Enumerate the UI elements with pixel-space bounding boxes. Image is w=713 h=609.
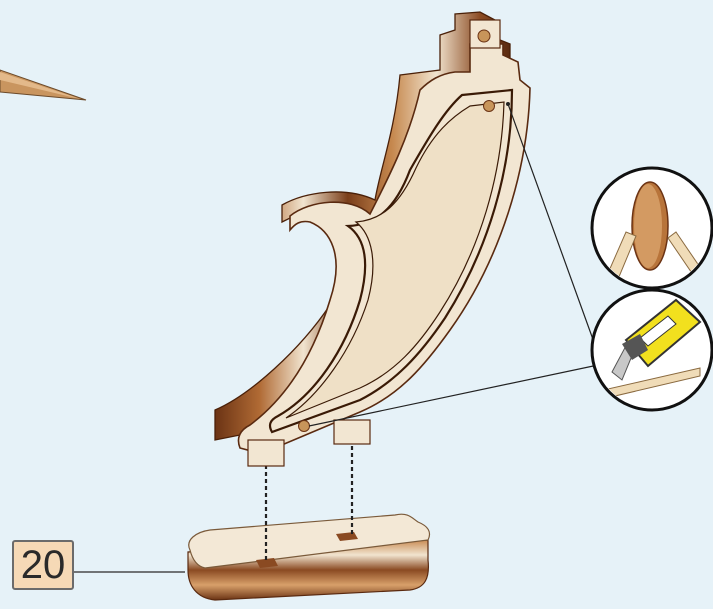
left-peg [248, 440, 284, 466]
right-peg [334, 420, 370, 444]
wooden-peg-detail-icon [592, 168, 712, 288]
utility-knife-icon [592, 290, 712, 410]
lower-hole [299, 421, 310, 432]
toothpick-icon [0, 70, 86, 100]
step-number-badge: 20 [12, 540, 74, 590]
base-plate [188, 514, 430, 600]
upper-hole [484, 101, 495, 112]
stand-bracket [215, 12, 530, 466]
